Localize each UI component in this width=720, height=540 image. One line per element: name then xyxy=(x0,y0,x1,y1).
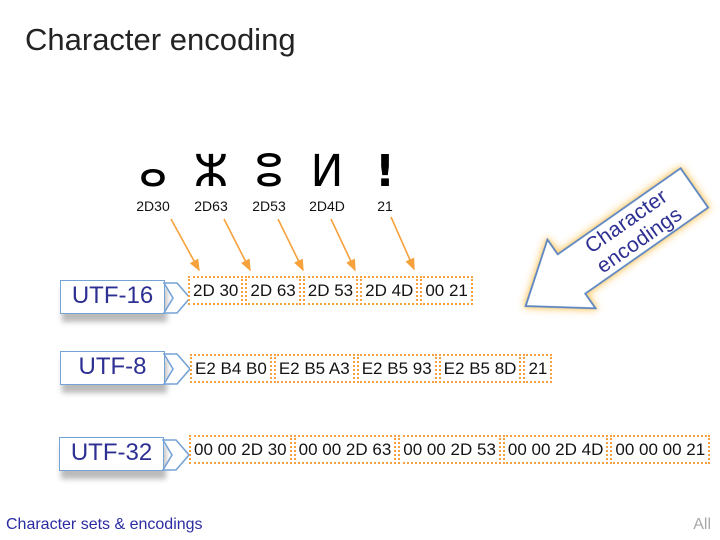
chevron-right-icon xyxy=(162,439,190,471)
byte-group-box: E2 B4 B0 xyxy=(190,354,272,383)
byte-group-box: 00 00 00 21 xyxy=(610,435,711,464)
byte-group-box: 2D 30 xyxy=(188,276,244,305)
codepoint-label: 2D4D xyxy=(309,198,345,214)
character-cell: ⵣ 2D63 xyxy=(182,146,240,214)
chevron-right-icon xyxy=(163,282,191,314)
byte-group-box: 00 00 2D 30 xyxy=(189,435,292,464)
byte-group-box: 2D 63 xyxy=(245,276,301,305)
footer-title: Character sets & encodings xyxy=(6,516,203,533)
character-cell: ! 21 xyxy=(356,146,414,214)
byte-group-box: 00 00 2D 63 xyxy=(293,435,397,464)
byte-group-box: 2D 4D xyxy=(360,276,419,305)
utf16-bytes-row: 2D 30 2D 63 2D 53 2D 4D 00 21 xyxy=(188,276,473,305)
encoding-name: UTF-32 xyxy=(70,439,153,466)
tifinagh-glyph: ⵣ xyxy=(193,146,229,197)
byte-group-box: 2D 53 xyxy=(302,276,359,305)
codepoint-label: 2D63 xyxy=(194,198,228,214)
utf32-bytes-row: 00 00 2D 30 00 00 2D 63 00 00 2D 53 00 0… xyxy=(189,435,711,464)
utf16-label-badge: UTF-16 xyxy=(60,280,191,314)
block-arrow-left-icon xyxy=(524,167,710,310)
byte-group-box: 21 xyxy=(523,354,553,383)
encoding-name: UTF-16 xyxy=(71,282,154,309)
footer-audience-label: All xyxy=(693,516,711,533)
codepoint-label: 2D30 xyxy=(136,198,170,214)
exclamation-glyph: ! xyxy=(374,146,396,197)
utf8-label-badge: UTF-8 xyxy=(60,351,191,385)
character-cell: ⵓ 2D53 xyxy=(240,146,298,214)
character-cell: ⵍ 2D4D xyxy=(298,146,356,214)
character-cell: ⴰ 2D30 xyxy=(124,146,182,214)
byte-group-box: E2 B5 93 xyxy=(356,354,437,383)
character-row: ⴰ 2D30 ⵣ 2D63 ⵓ 2D53 ⵍ 2D4D ! 21 xyxy=(124,146,414,214)
codepoint-label: 21 xyxy=(377,198,393,214)
codepoint-label: 2D53 xyxy=(252,198,286,214)
byte-group-box: 00 21 xyxy=(420,276,473,305)
byte-group-box: 00 00 2D 4D xyxy=(502,435,609,464)
encoding-name: UTF-8 xyxy=(78,353,147,380)
character-encodings-callout: Character encodings xyxy=(499,151,720,344)
tifinagh-glyph: ⴰ xyxy=(138,146,168,197)
byte-group-box: 00 00 2D 53 xyxy=(398,435,501,464)
utf8-bytes-row: E2 B4 B0 E2 B5 A3 E2 B5 93 E2 B5 8D 21 xyxy=(190,354,553,383)
utf32-label-badge: UTF-32 xyxy=(59,437,190,471)
chevron-right-icon xyxy=(163,353,191,385)
page-title: Character encoding xyxy=(25,22,296,57)
tifinagh-glyph: ⵍ xyxy=(310,146,344,197)
byte-group-box: E2 B5 A3 xyxy=(273,354,355,383)
tifinagh-glyph: ⵓ xyxy=(255,146,283,197)
byte-group-box: E2 B5 8D xyxy=(438,354,522,383)
